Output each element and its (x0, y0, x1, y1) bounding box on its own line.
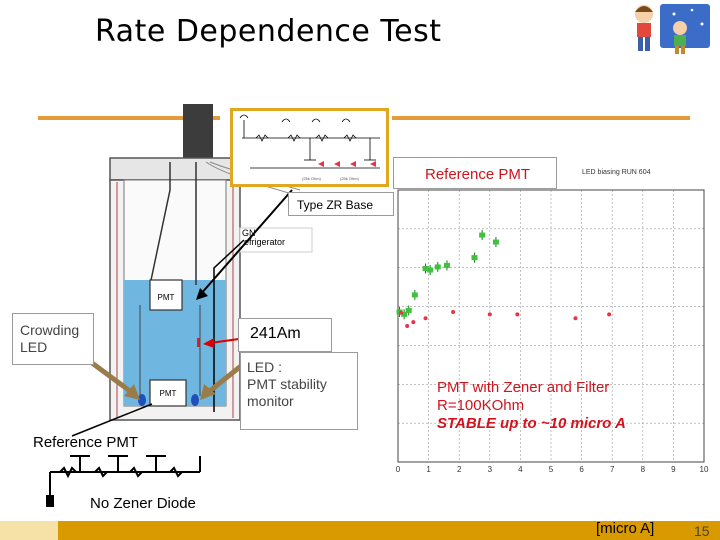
x-tick-label: 0 (396, 465, 401, 472)
am-label: 241Am (250, 325, 301, 342)
data-point-red (405, 324, 410, 328)
cable-tube (183, 104, 213, 162)
svg-text:(25k Ohm): (25k Ohm) (302, 176, 322, 181)
data-point-red (423, 316, 428, 321)
x-tick-label: 8 (641, 465, 646, 472)
data-point-green (492, 239, 499, 245)
svg-text:efrigerator: efrigerator (244, 237, 285, 247)
svg-text:(25k Ohm): (25k Ohm) (340, 176, 360, 181)
chart-note: PMT with Zener and Filter R=100KOhm STAB… (437, 379, 626, 433)
data-point-green (411, 292, 418, 298)
accent-line-right (392, 116, 690, 120)
chart-note-line2: R=100KOhm (437, 397, 525, 414)
footer-bar (0, 521, 720, 540)
data-point-red (573, 316, 578, 321)
x-tick-label: 1 (426, 465, 431, 472)
x-tick-label: 7 (610, 465, 615, 472)
chart-title: LED biasing RUN 604 (582, 169, 651, 176)
chart-note-line1: PMT with Zener and Filter (437, 379, 610, 396)
data-point-red (515, 312, 520, 317)
x-tick-label: 2 (457, 465, 462, 472)
x-tick-label: 3 (488, 465, 493, 472)
x-tick-label: 9 (671, 465, 676, 472)
data-point-green (443, 262, 450, 268)
crowding-led-box (12, 313, 94, 365)
slide-title: Rate Dependence Test (95, 14, 442, 49)
base-circuit (49, 455, 201, 500)
chart-ref-pmt-label: Reference PMT (425, 166, 531, 183)
led-label: LED : PMT stability monitor (247, 359, 327, 409)
base-label: Type ZR Base (297, 198, 374, 212)
zener-filter-circuit: (25k Ohm) (25k Ohm) (230, 108, 389, 187)
chart-marks (396, 230, 612, 328)
data-point-red (411, 320, 416, 325)
chart-note-line3: STABLE up to ~10 micro A (437, 415, 626, 432)
apparatus-diagram: PMT PMT GN efrigerator (46, 104, 313, 507)
svg-text:PMT: PMT (160, 389, 177, 398)
footer-unit-label: [micro A] (596, 520, 655, 537)
stability-chart: LED biasing RUN 604 0123456789100.80.850… (396, 169, 709, 472)
ref-pmt-label-box (393, 157, 557, 189)
base-label-box (288, 192, 394, 216)
data-point-green (405, 307, 412, 313)
reference-pmt-label: Reference PMT (33, 434, 139, 451)
data-point-red (487, 312, 492, 317)
chart-axes (397, 189, 705, 463)
data-point-red (399, 310, 404, 315)
footer-accent (0, 521, 58, 540)
data-point-red (451, 310, 456, 315)
data-point-green (471, 255, 478, 261)
plot-frame (397, 189, 705, 463)
page-number: 15 (694, 523, 710, 539)
pmt-top (149, 279, 183, 311)
no-zener-label: No Zener Diode (90, 495, 196, 512)
led-label-box (240, 352, 358, 430)
children-clipart (635, 4, 710, 54)
x-tick-label: 10 (700, 465, 709, 472)
led-blob-right (191, 394, 199, 406)
x-tick-label: 5 (549, 465, 554, 472)
am-label-box (238, 318, 332, 352)
led-blob-left (138, 394, 146, 406)
data-point-green (479, 232, 486, 238)
dewar-lid (109, 157, 241, 181)
crowding-led-label: Crowding LED (20, 322, 80, 355)
x-tick-label: 6 (579, 465, 584, 472)
chart-panel (392, 150, 718, 472)
data-point-red (607, 312, 612, 317)
data-point-green (434, 264, 441, 270)
data-point-green (427, 267, 434, 273)
chart-tick-labels: 0123456789100.80.850.90.9511.051.1 (396, 465, 709, 472)
pmt-bottom (149, 379, 187, 407)
data-point-green (422, 265, 429, 271)
accent-line-left (38, 116, 220, 120)
x-tick-label: 4 (518, 465, 523, 472)
data-point-green (401, 311, 408, 317)
svg-text:GN: GN (242, 228, 256, 238)
svg-text:PMT: PMT (158, 293, 175, 302)
am-source (197, 338, 200, 347)
